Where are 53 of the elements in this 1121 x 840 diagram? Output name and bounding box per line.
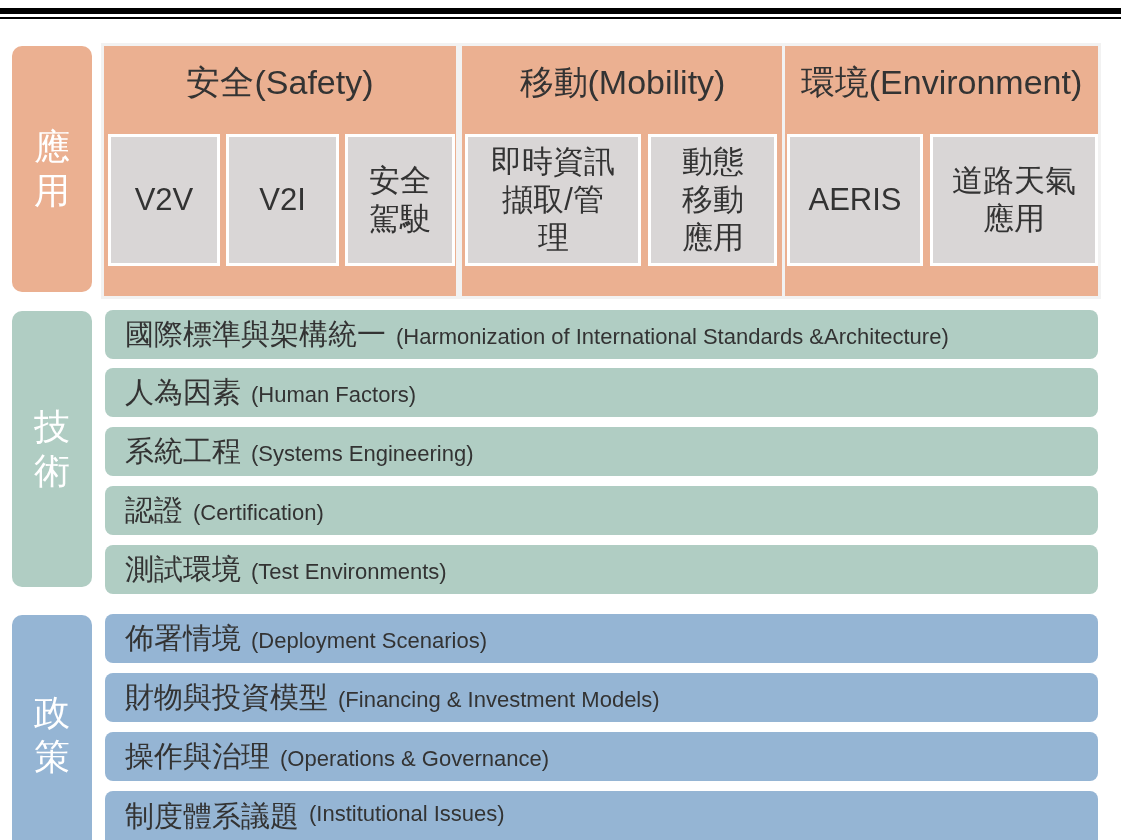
application-box	[465, 134, 641, 266]
topic-label: (Deployment Scenarios)	[251, 626, 487, 654]
application-label: 安全駕駛	[368, 162, 432, 238]
topic-label: (Operations & Governance)	[280, 744, 550, 772]
application-label: AERIS	[807, 181, 903, 219]
topic-label: (Financing & Investment Models)	[338, 685, 660, 713]
topic-label: 操作與治理	[125, 738, 270, 774]
topic-bar	[105, 545, 1098, 594]
topic-label: 認證	[125, 492, 183, 528]
category-label: 政策	[33, 691, 71, 779]
topic-label: 人為因素	[125, 374, 241, 410]
category-box	[12, 46, 92, 292]
application-box	[108, 134, 220, 266]
category-panel	[104, 46, 456, 296]
topic-bar	[105, 486, 1098, 535]
category-label: 技術	[33, 405, 71, 493]
topic-bar	[105, 732, 1098, 781]
application-box	[930, 134, 1098, 266]
topic-bar	[105, 614, 1098, 663]
topic-label: 佈署情境	[125, 620, 241, 656]
category-box	[12, 311, 92, 587]
application-box	[345, 134, 455, 266]
topic-bar	[105, 427, 1098, 476]
topic-label: (Human Factors)	[251, 380, 417, 408]
application-box	[226, 134, 339, 266]
application-label: 動態移動應用	[680, 143, 745, 257]
application-label: 道路天氣應用	[951, 162, 1077, 238]
application-box	[787, 134, 923, 266]
topic-label: 測試環境	[125, 551, 241, 587]
topic-label: 制度體系議題	[125, 799, 299, 834]
category-box	[12, 615, 92, 840]
topic-label: (Test Environments)	[251, 557, 447, 585]
category-panel	[785, 46, 1098, 296]
topic-label: 財物與投資模型	[125, 679, 328, 715]
category-label: 應用	[33, 125, 71, 213]
application-label: 即時資訊擷取/管理	[490, 143, 616, 257]
topic-label: (Systems Engineering)	[251, 439, 474, 467]
category-panel	[462, 46, 783, 296]
topic-label: 系統工程	[125, 433, 241, 469]
application-box	[648, 134, 777, 266]
topic-label: (Harmonization of International Standards &Architecture)	[396, 322, 949, 350]
topic-label: (Certification)	[193, 498, 324, 526]
topic-bar	[105, 310, 1098, 359]
panel-title: 環境(Environment)	[799, 62, 1084, 103]
topic-bar	[105, 368, 1098, 417]
panel-title: 安全(Safety)	[185, 62, 375, 103]
topic-label: (Institutional Issues)	[309, 800, 505, 827]
topic-label: 國際標準與架構統一	[125, 316, 386, 352]
topic-bar	[105, 791, 1098, 840]
application-label: V2V	[133, 181, 195, 219]
application-label: V2I	[258, 181, 307, 219]
topic-bar	[105, 673, 1098, 722]
panel-title: 移動(Mobility)	[518, 62, 727, 103]
